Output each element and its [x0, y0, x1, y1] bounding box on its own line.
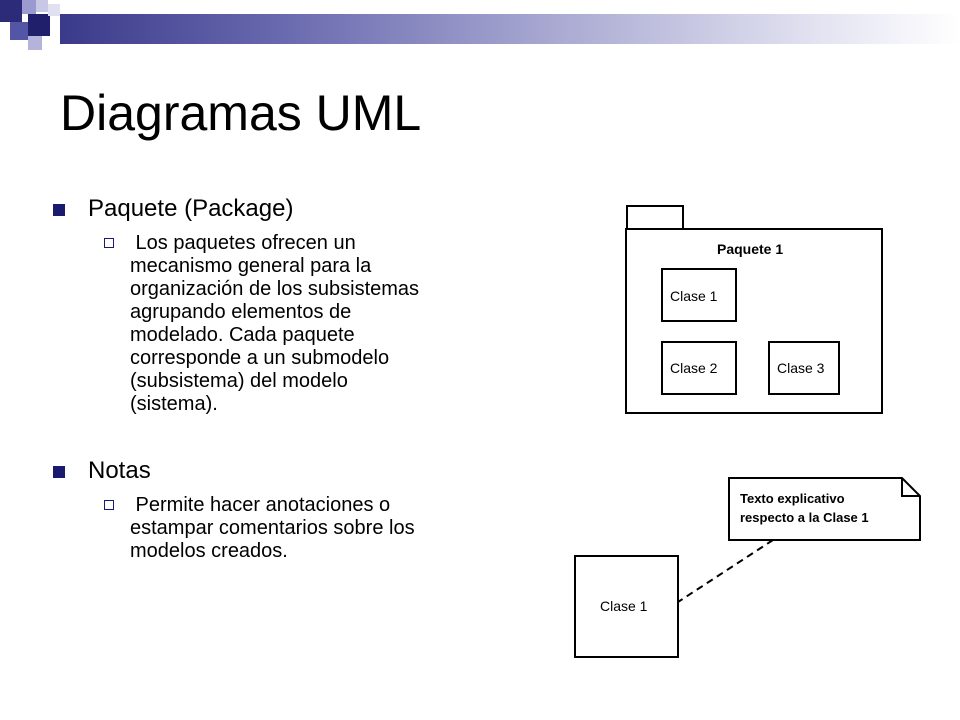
- hollow-square-bullet-icon: [104, 500, 114, 510]
- sub-bullet-line: estampar comentarios sobre los: [130, 517, 415, 539]
- square-bullet-icon: [53, 204, 65, 216]
- bullet-label: Notas: [88, 457, 151, 484]
- class-box: [768, 341, 840, 395]
- deco-square: [10, 22, 28, 40]
- class-label: Clase 1: [670, 288, 718, 304]
- sub-bullet-line: mecanismo general para la: [130, 255, 372, 277]
- uml-diagram: Paquete 1 Clase 1 Clase 2 Clase 3 Texto …: [574, 205, 921, 658]
- uml-package: Paquete 1 Clase 1 Clase 2 Clase 3: [625, 205, 883, 414]
- deco-square: [0, 0, 22, 22]
- header-decoration: [0, 0, 960, 56]
- sub-bullet-line: Permite hacer anotaciones o: [130, 494, 391, 516]
- sub-bullet-line: organización de los subsistemas: [130, 278, 420, 300]
- note-text-line: Texto explicativo: [740, 491, 845, 506]
- note-folded-corner: [901, 478, 920, 497]
- note-anchor-line: [677, 539, 774, 603]
- sub-bullet-line: corresponde a un submodelo: [130, 347, 390, 369]
- slide-title: Diagramas UML: [60, 85, 422, 141]
- package-label: Paquete 1: [717, 241, 783, 257]
- deco-square: [36, 0, 48, 12]
- header-gradient-bar: [60, 14, 960, 44]
- sub-bullet-line: agrupando elementos de: [130, 301, 352, 323]
- class-box: [661, 341, 737, 395]
- deco-square: [28, 36, 42, 50]
- sub-bullet-line: (subsistema) del modelo: [130, 370, 348, 392]
- uml-note-group: Texto explicativo respecto a la Clase 1 …: [574, 477, 921, 658]
- sub-bullet-line: modelado. Cada paquete: [130, 324, 355, 346]
- bullet-label: Paquete (Package): [88, 195, 294, 222]
- bullet-notes: Notas: [50, 456, 550, 486]
- class-label: Clase 2: [670, 360, 718, 376]
- sub-bullet-line: Los paquetes ofrecen un: [130, 232, 356, 254]
- class-label: Clase 3: [777, 360, 825, 376]
- bullet-package: Paquete (Package): [50, 194, 550, 224]
- sub-bullet-line: (sistema).: [130, 393, 218, 415]
- deco-square: [48, 4, 60, 16]
- note-class-box: [574, 555, 679, 658]
- note-text-line: respecto a la Clase 1: [740, 510, 869, 525]
- square-bullet-icon: [53, 466, 65, 478]
- deco-square: [22, 0, 36, 14]
- sub-bullet-notes: Permite hacer anotaciones o estampar com…: [104, 494, 530, 563]
- deco-square: [28, 14, 50, 36]
- package-tab: [626, 205, 684, 230]
- bullet-list: Paquete (Package) Los paquetes ofrecen u…: [50, 194, 550, 563]
- class-box: [661, 268, 737, 322]
- sub-bullet-line: modelos creados.: [130, 540, 288, 562]
- note-class-label: Clase 1: [600, 598, 648, 614]
- sub-bullet-package: Los paquetes ofrecen un mecanismo genera…: [104, 232, 530, 416]
- hollow-square-bullet-icon: [104, 238, 114, 248]
- note-shape: [728, 477, 921, 541]
